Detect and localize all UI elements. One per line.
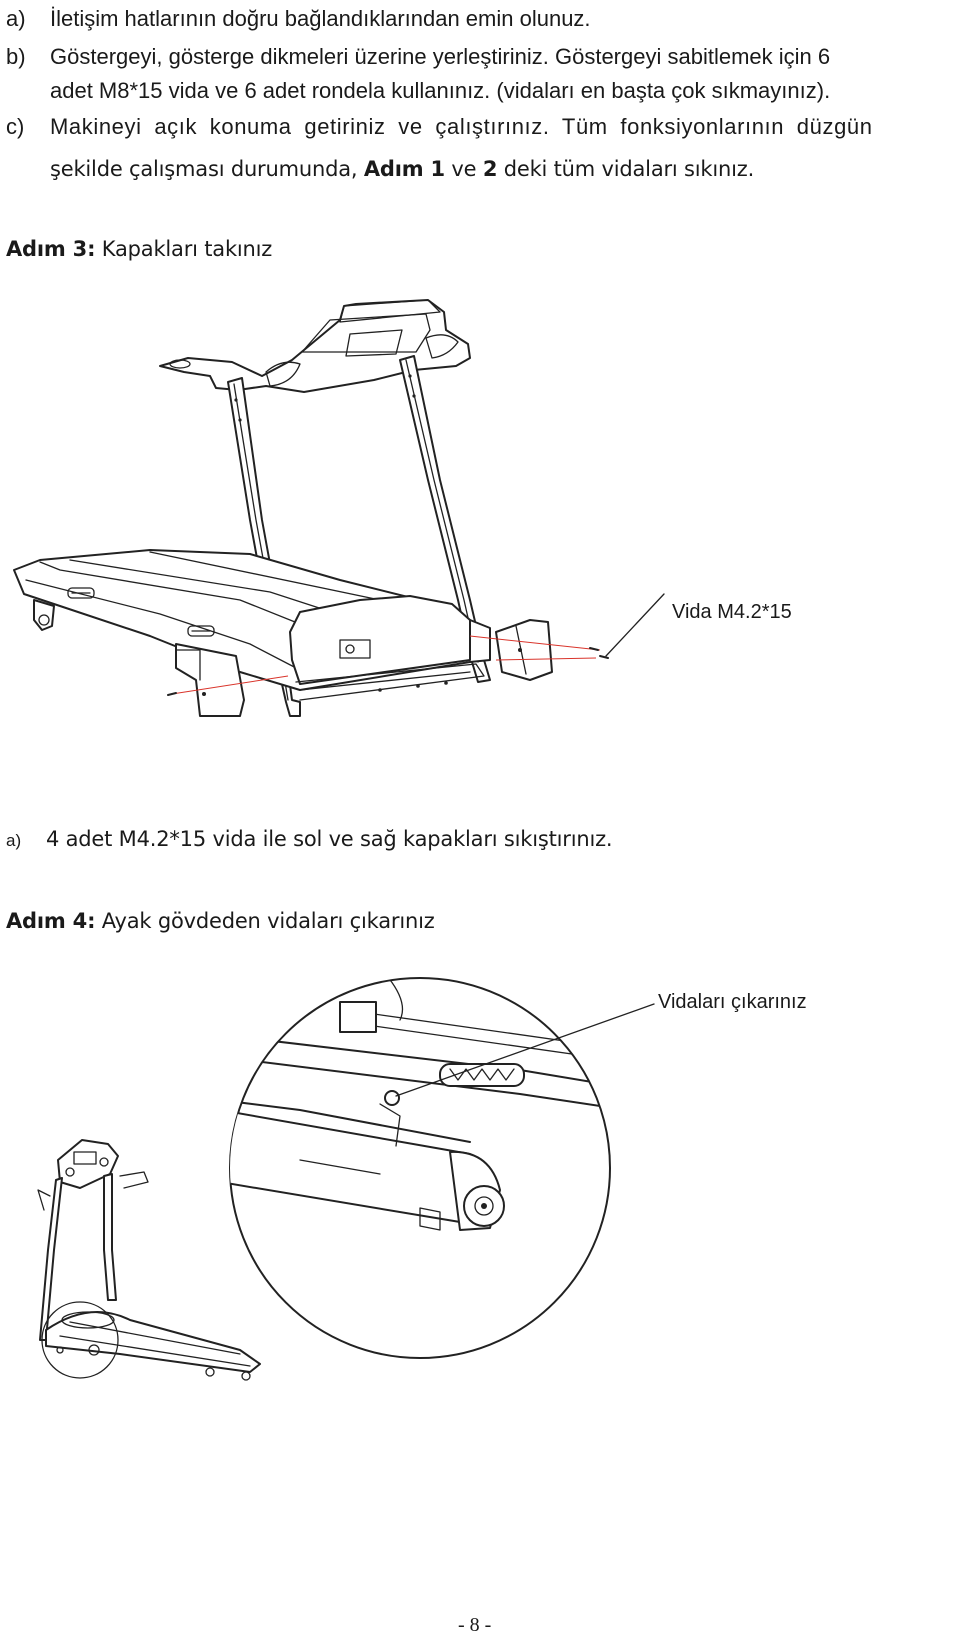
step3-heading-text: Kapakları takınız (95, 237, 273, 261)
step4-heading-text: Ayak gövdeden vidaları çıkarınız (95, 909, 435, 933)
step3-treadmill-figure (13, 299, 665, 717)
step3-callout-label: Vida M4.2*15 (672, 601, 792, 623)
step3-item-a-text: 4 adet M4.2*15 vida ile sol ve sağ kapak… (46, 827, 613, 851)
step2-item-c-line2-post: deki tüm vidaları sıkınız. (497, 157, 755, 181)
step2-item-c-line2-mid: ve (444, 157, 483, 181)
step2-item-c-line1: Makineyi açık konuma getiriniz ve çalışt… (50, 114, 873, 139)
step2-item-c-line2-bold1: Adım 1 (363, 157, 445, 181)
step2-item-a-marker: a) (6, 6, 26, 31)
step3-item-a-marker: a) (6, 831, 22, 850)
page-number: - 8 - (458, 1614, 492, 1636)
step2-item-b-marker: b) (6, 44, 26, 69)
step2-item-b-line1: Göstergeyi, gösterge dikmeleri üzerine y… (50, 44, 831, 69)
step2-item-c-line2: şekilde çalışması durumunda, Adım 1 ve 2… (50, 156, 754, 182)
step2-item-c-line2-bold2: 2 (482, 157, 498, 181)
step4-callout-label: Vidaları çıkarınız (658, 991, 807, 1013)
step2-item-c-line2-pre: şekilde çalışması durumunda, (50, 157, 364, 181)
step2-item-b-line2: adet M8*15 vida ve 6 adet rondela kullan… (50, 78, 831, 103)
step4-heading: Adım 4: Ayak gövdeden vidaları çıkarınız (6, 908, 435, 934)
step2-item-a-text: İletişim hatlarının doğru bağlandıkların… (50, 6, 591, 31)
step3-heading: Adım 3: Kapakları takınız (6, 236, 272, 262)
step3-heading-label: Adım 3: (6, 237, 96, 261)
step2-item-c-marker: c) (6, 114, 25, 139)
step4-heading-label: Adım 4: (6, 909, 96, 933)
